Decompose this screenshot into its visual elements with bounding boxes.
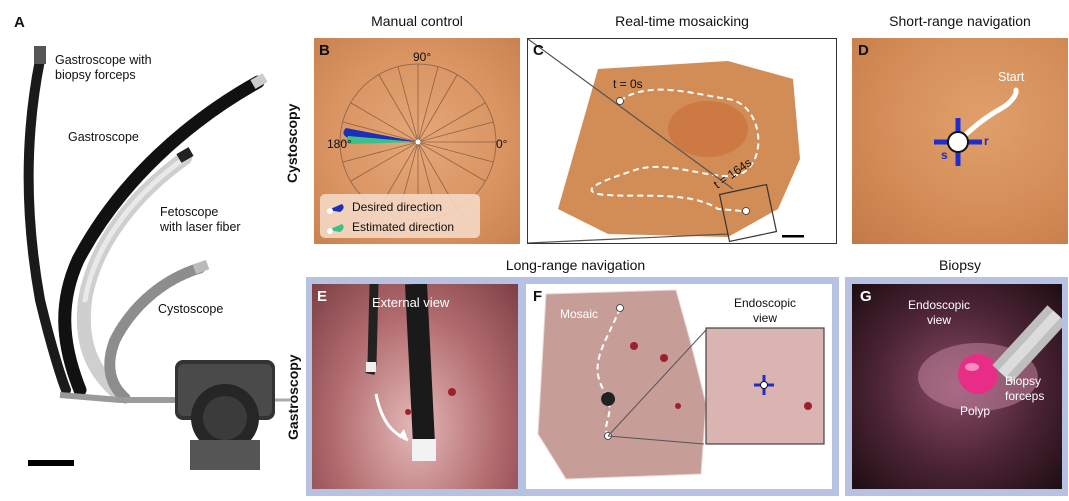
label-cystoscope: Cystoscope bbox=[158, 302, 224, 316]
label-gastroscope-forceps: Gastroscope with biopsy forceps bbox=[55, 53, 152, 82]
label-s: s bbox=[941, 148, 948, 162]
label-t0: t = 0s bbox=[613, 77, 643, 91]
label-gastroscope: Gastroscope bbox=[68, 130, 139, 144]
title-long-range: Long-range navigation bbox=[505, 257, 646, 273]
legend-estimated: Estimated direction bbox=[352, 220, 455, 234]
title-biopsy: Biopsy bbox=[938, 257, 982, 273]
title-manual-control: Manual control bbox=[371, 13, 463, 29]
angle-0: 0° bbox=[496, 137, 508, 151]
label-biopsy-forceps: Biopsy forceps bbox=[1005, 374, 1045, 403]
panel-letter-g: G bbox=[860, 288, 872, 305]
panel-e-image bbox=[312, 284, 518, 489]
label-start: Start bbox=[998, 70, 1025, 84]
panel-letter-c: C bbox=[533, 42, 544, 59]
panel-letter-a: A bbox=[14, 14, 25, 31]
panel-b-image bbox=[314, 38, 520, 244]
label-mosaic: Mosaic bbox=[560, 307, 599, 321]
panel-letter-f: F bbox=[533, 288, 543, 305]
row-label-gastroscopy: Gastroscopy bbox=[285, 354, 301, 440]
legend-desired: Desired direction bbox=[352, 200, 443, 214]
row-label-cystoscopy: Cystoscopy bbox=[284, 103, 300, 183]
angle-90: 90° bbox=[413, 50, 432, 64]
label-r: r bbox=[984, 134, 989, 148]
panel-f-image bbox=[526, 284, 832, 489]
endoscopes-photo bbox=[23, 46, 290, 470]
panel-g-image bbox=[852, 284, 1062, 489]
panel-letter-e: E bbox=[317, 288, 328, 305]
label-g-endoscopic-view: Endoscopic view bbox=[907, 298, 971, 327]
angle-180: 180° bbox=[327, 137, 352, 151]
label-polyp: Polyp bbox=[960, 404, 991, 418]
title-mosaicking: Real-time mosaicking bbox=[615, 13, 749, 29]
label-f-endoscopic-view: Endoscopic view bbox=[733, 296, 797, 325]
title-short-range: Short-range navigation bbox=[889, 13, 1031, 29]
panel-letter-b: B bbox=[319, 42, 330, 59]
panel-d-image bbox=[852, 38, 1068, 244]
panel-c-image bbox=[527, 38, 837, 244]
label-external-view: External view bbox=[372, 295, 450, 310]
label-fetoscope: Fetoscope with laser fiber bbox=[160, 205, 241, 234]
panel-letter-d: D bbox=[858, 42, 869, 59]
